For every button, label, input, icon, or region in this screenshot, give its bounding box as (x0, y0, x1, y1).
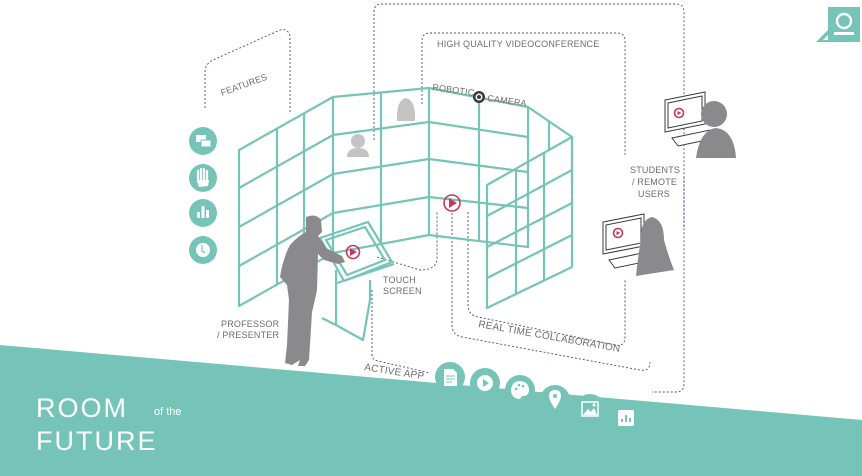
collab-outer-line (451, 213, 651, 371)
image-icon[interactable] (575, 394, 605, 424)
robotic-label: ROBOTIC (432, 82, 476, 98)
footer-band (0, 345, 862, 476)
remote-face-1 (347, 134, 369, 157)
collab-inner-line (467, 212, 626, 346)
wall-play-icon (443, 194, 461, 212)
students-label-3: USERS (638, 189, 670, 199)
videoconf-outer-line (373, 3, 685, 393)
videoconf-inner-line (421, 32, 626, 155)
remote-face-2 (396, 98, 416, 121)
remote-user-2 (602, 213, 674, 276)
clock-icon[interactable] (189, 236, 217, 264)
connectors (204, 3, 685, 393)
palette-icon[interactable] (505, 375, 535, 405)
touch-screen-label-2: SCREEN (383, 286, 422, 296)
professor-silhouette (280, 215, 345, 366)
location-pin-icon[interactable] (540, 385, 570, 415)
feature-icons (189, 127, 217, 264)
chat-icon[interactable] (189, 127, 217, 155)
brand-wordmark: ROOM of the FUTURE (36, 393, 182, 456)
camera-label: CAMERA (487, 93, 528, 108)
app-icons (435, 362, 641, 433)
students-label-2: / REMOTE (632, 177, 677, 187)
videoconference-label: HIGH QUALITY VIDEOCONFERENCE (437, 39, 599, 49)
brand-line-2: FUTURE (36, 426, 158, 456)
touch-screen-line (376, 212, 438, 271)
bar-chart-icon[interactable] (189, 199, 217, 227)
play-icon[interactable] (470, 368, 500, 398)
collaboration-label: REAL TIME COLLABORATION (477, 319, 621, 355)
professor-label-2: / PRESENTER (217, 330, 280, 340)
features-line (204, 29, 291, 112)
hand-icon[interactable] (189, 164, 217, 192)
corner-logo (816, 7, 860, 42)
features-label: FEATURES (219, 72, 268, 98)
chart-icon[interactable] (611, 403, 641, 433)
robotic-camera-icon (473, 91, 485, 103)
document-icon[interactable] (435, 362, 465, 392)
brand-suffix: of the (154, 406, 182, 418)
brand-line-1: ROOM (36, 393, 128, 423)
touch-screen-label-1: TOUCH (383, 275, 416, 285)
active-app-line (371, 290, 431, 374)
remote-user-1 (664, 91, 736, 158)
professor-label-1: PROFESSOR (221, 319, 280, 329)
students-label-1: STUDENTS (630, 165, 680, 175)
